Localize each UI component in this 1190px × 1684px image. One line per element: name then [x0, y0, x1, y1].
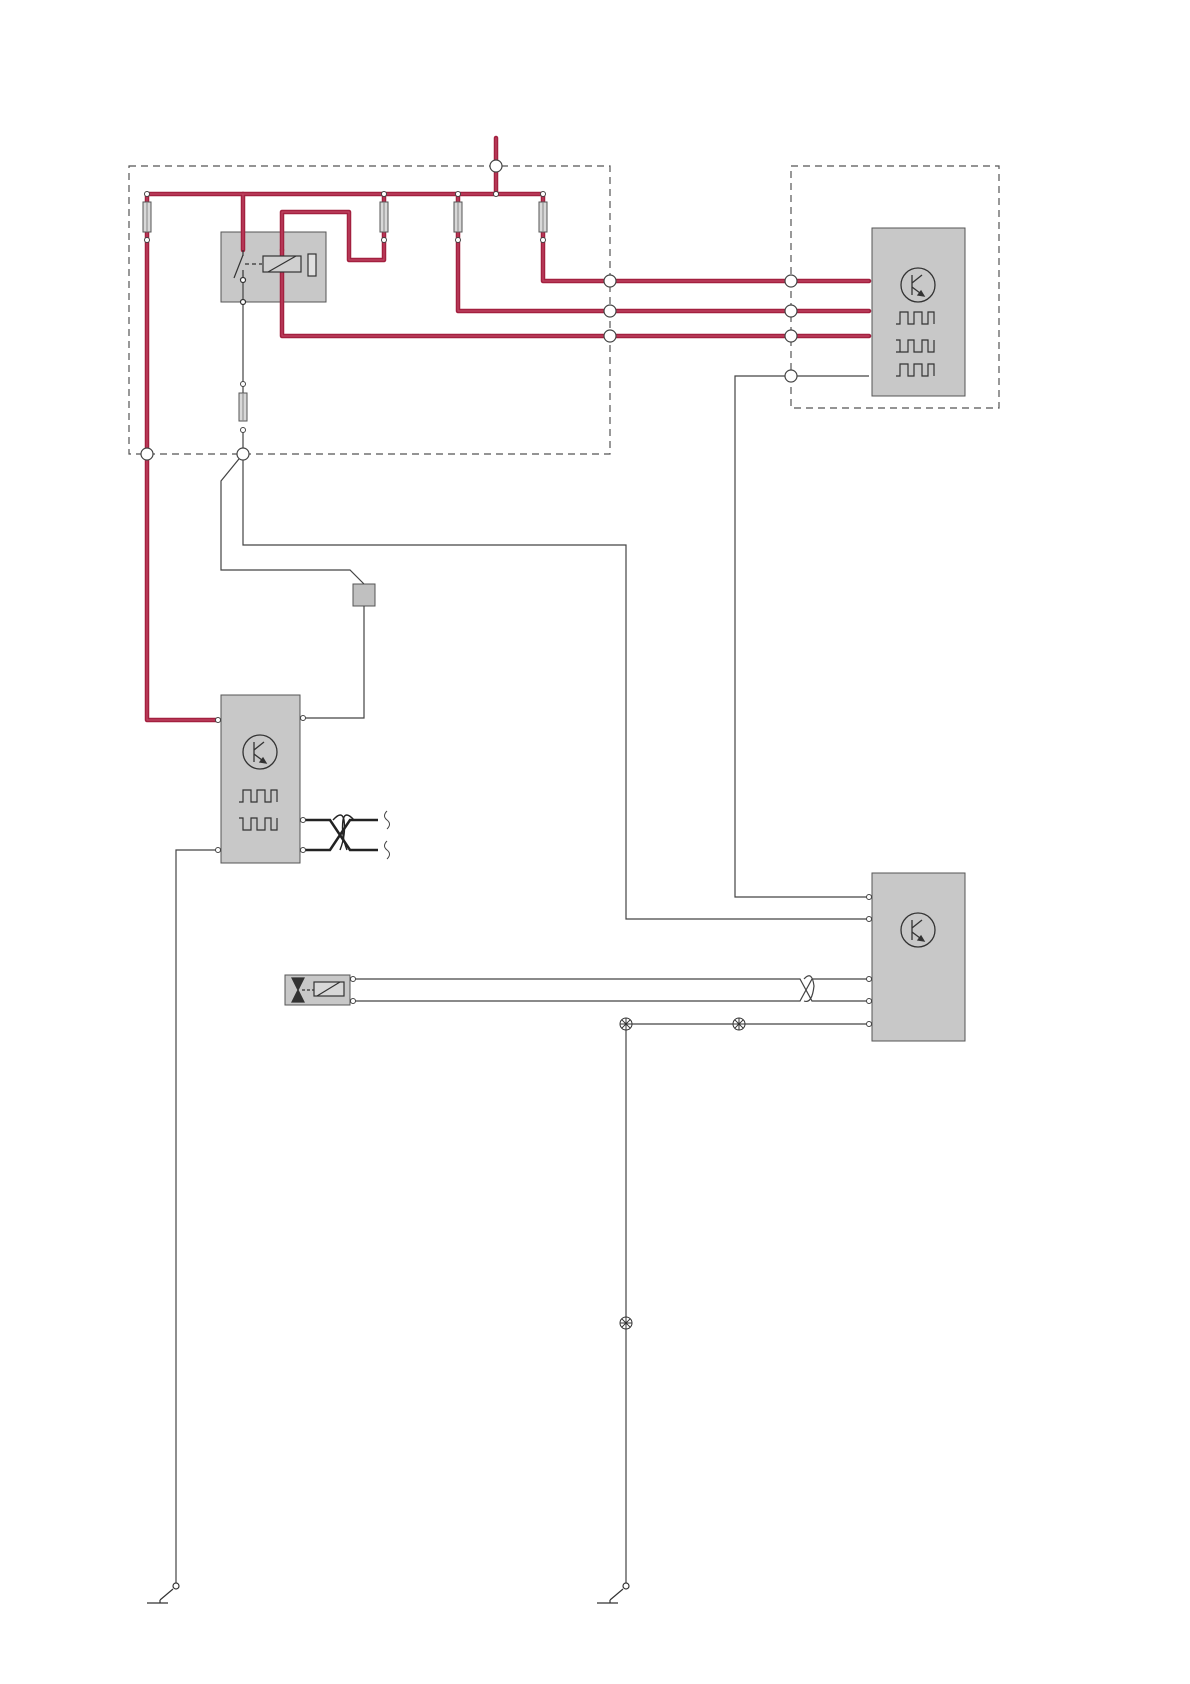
- right-module-to-bottom-right-module: [735, 376, 869, 897]
- square-wave-icons: [239, 312, 934, 830]
- power-wires: [147, 138, 869, 720]
- small-connector-block[interactable]: [353, 584, 375, 606]
- ground-icons: [147, 1583, 629, 1603]
- valve-wire-b: [353, 979, 869, 1001]
- connector-main-feed[interactable]: [490, 160, 502, 172]
- fuse3-to-right-module: [458, 194, 869, 311]
- fuse1-to-left-module: [147, 194, 218, 720]
- connector-right-4[interactable]: [785, 370, 797, 382]
- left-module-bus: [303, 820, 378, 850]
- left-module-ground-wire: [176, 850, 218, 1583]
- splice-icon: [620, 1018, 632, 1030]
- fuse-f3[interactable]: [454, 202, 462, 232]
- relay-output-to-right-module: [282, 250, 869, 336]
- fuse4-to-right-module: [543, 194, 869, 281]
- connector-left-bottom[interactable]: [141, 448, 153, 460]
- control-module-left[interactable]: [221, 695, 300, 863]
- connector-right-1[interactable]: [785, 275, 797, 287]
- ground-point-middle[interactable]: [597, 1583, 629, 1603]
- splice-icons: [620, 1018, 745, 1329]
- control-module-bottom-right[interactable]: [872, 873, 965, 1041]
- signal-wires: [176, 280, 869, 1583]
- connector-cem-2[interactable]: [604, 305, 616, 317]
- splice-icon: [620, 1317, 632, 1329]
- bus-wire-low: [303, 820, 378, 850]
- wire-break-icon: [385, 811, 390, 859]
- connector-right-2[interactable]: [785, 305, 797, 317]
- connector-right-3[interactable]: [785, 330, 797, 342]
- connector-block-to-left-module: [303, 606, 364, 718]
- connector-cem-1[interactable]: [604, 275, 616, 287]
- bottom-right-ground-wire: [626, 1024, 869, 1583]
- wire-to-bottom-right-module: [243, 454, 869, 919]
- fuse-f2[interactable]: [380, 202, 388, 232]
- connector-relay-bottom[interactable]: [237, 448, 249, 460]
- valve-wire-a: [353, 979, 869, 1001]
- connector-cem-3[interactable]: [604, 330, 616, 342]
- ground-point-left[interactable]: [147, 1583, 179, 1603]
- fuse-f1[interactable]: [143, 202, 151, 232]
- splice-icon: [733, 1018, 745, 1030]
- fuse-f4[interactable]: [539, 202, 547, 232]
- fuse-f5[interactable]: [239, 393, 247, 421]
